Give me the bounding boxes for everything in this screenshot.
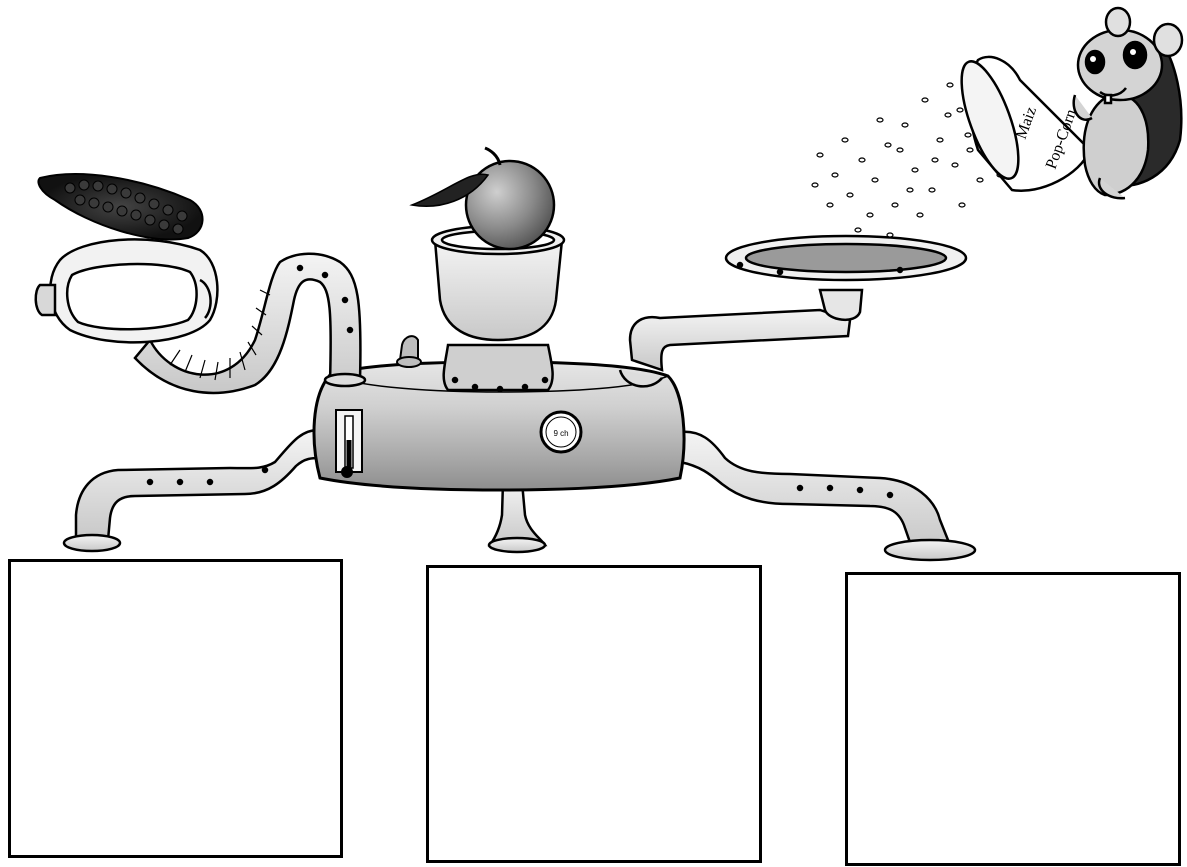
right-leg-pipe — [680, 432, 975, 560]
gauge-icon: 9 ch — [541, 412, 581, 452]
lever-icon — [397, 336, 421, 367]
mouse-icon — [1074, 8, 1182, 198]
popcorn-bag-icon: Maiz Pop-Corn — [950, 55, 1090, 191]
answer-box-left[interactable] — [8, 559, 343, 858]
answer-box-right[interactable] — [845, 572, 1181, 866]
corn-chamber — [36, 239, 365, 392]
center-foot — [489, 482, 545, 552]
left-leg-pipe — [64, 430, 320, 551]
gauge-label: 9 ch — [553, 429, 568, 438]
answer-box-middle[interactable] — [426, 565, 762, 863]
thermometer-icon — [336, 410, 362, 478]
apple-hopper — [432, 226, 564, 391]
apple-icon — [412, 148, 554, 249]
funnel-icon — [620, 236, 966, 386]
corn-cob-icon — [39, 174, 203, 239]
